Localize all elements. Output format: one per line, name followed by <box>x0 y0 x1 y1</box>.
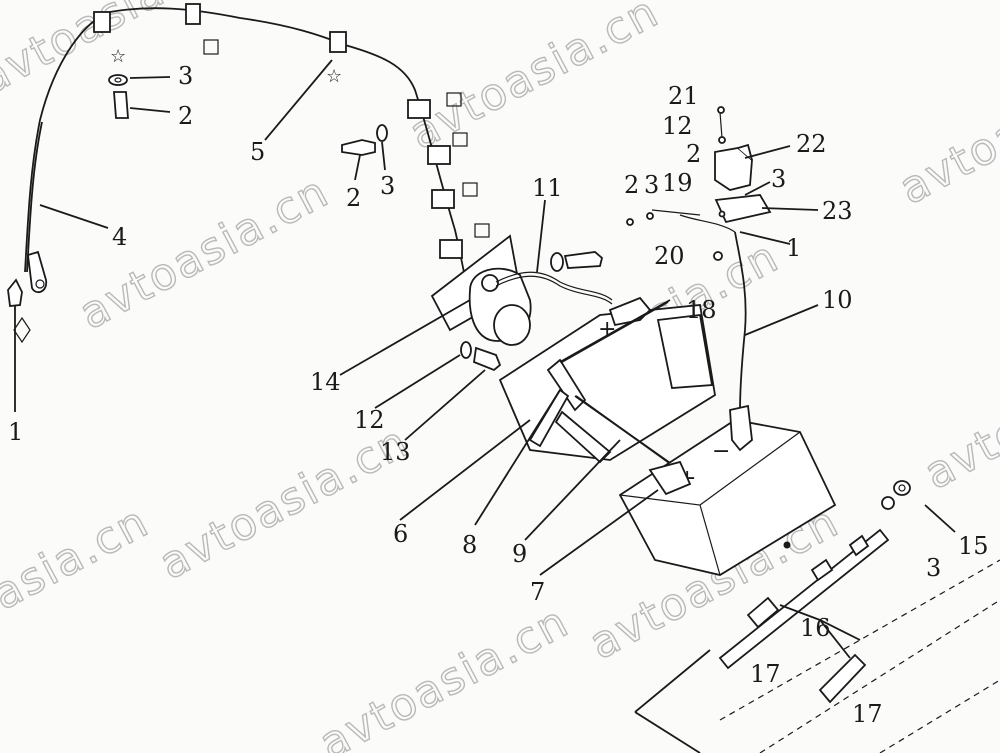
battery-straps <box>528 299 681 471</box>
callout-3: 3 <box>644 171 659 199</box>
callout-3: 3 <box>178 62 193 90</box>
clip-symbol <box>452 132 468 147</box>
starter-motor <box>430 234 613 346</box>
callout-12: 12 <box>354 406 385 434</box>
watermark-text: avtoasia.cn <box>401 0 667 160</box>
callout-19: 19 <box>662 169 693 197</box>
relay-assembly <box>626 106 772 261</box>
callout-9: 9 <box>512 540 527 568</box>
callout-2: 2 <box>178 102 193 130</box>
callout-3: 3 <box>380 172 395 200</box>
ground-cable-10 <box>729 231 753 452</box>
watermark-text: avtoasia.cn <box>0 496 157 670</box>
watermark-text: avtoasia.cn <box>311 596 577 753</box>
callout-21: 21 <box>668 82 699 110</box>
callout-labels: 1 3 2 4 5 2 3 11 14 12 13 6 8 9 7 18 10 … <box>8 62 989 728</box>
leader-lines <box>39 59 956 576</box>
harness-clip <box>329 31 347 53</box>
callout-8: 8 <box>462 531 477 559</box>
callout-17: 17 <box>750 660 781 688</box>
harness-clip <box>93 11 111 33</box>
callout-16: 16 <box>800 614 831 642</box>
callout-17: 17 <box>852 700 883 728</box>
clip-symbol <box>474 223 490 238</box>
callout-7: 7 <box>530 578 545 606</box>
callout-2: 2 <box>624 171 639 199</box>
battery-plus-mark: + <box>598 317 616 342</box>
callout-3: 3 <box>771 165 786 193</box>
callout-11: 11 <box>532 174 563 202</box>
harness-clip <box>185 3 201 25</box>
bolt-part-11 <box>536 199 604 273</box>
clip-symbol <box>203 39 219 55</box>
watermark-text: avtoasia.cn <box>916 326 1000 500</box>
bracket-part-1 <box>7 278 31 412</box>
harness-clip <box>407 99 431 119</box>
star-symbol: ☆ <box>110 46 126 67</box>
watermark-text: avtoasia.cn <box>71 166 337 340</box>
clip-symbol <box>446 92 462 107</box>
clip-symbol <box>462 182 478 197</box>
watermark-text: avtoasia.cn <box>151 416 417 590</box>
callout-6: 6 <box>393 520 408 548</box>
callout-14: 14 <box>310 368 341 396</box>
harness-clip <box>431 189 455 209</box>
callout-15: 15 <box>958 532 989 560</box>
ring-terminal <box>27 250 48 294</box>
callout-18: 18 <box>686 296 717 324</box>
callout-13: 13 <box>380 438 411 466</box>
hold-down-rod <box>718 480 911 704</box>
harness-clip <box>427 145 451 165</box>
washer-bolt-12-13 <box>460 341 502 372</box>
callout-2: 2 <box>686 140 701 168</box>
callout-23: 23 <box>822 197 853 225</box>
bolt-washer-top <box>108 74 171 119</box>
star-symbol: ☆ <box>326 66 342 87</box>
wiring-harness: ☆ ☆ <box>24 3 490 301</box>
callout-1: 1 <box>8 418 23 446</box>
bolt-washer-mid <box>341 124 388 181</box>
callout-3: 3 <box>926 554 941 582</box>
harness-clip <box>439 239 463 259</box>
watermark-text: avtoasia.cn <box>891 41 1000 215</box>
callout-1: 1 <box>786 234 801 262</box>
callout-10: 10 <box>822 286 853 314</box>
ring-terminal-hole <box>35 279 45 289</box>
callout-2: 2 <box>346 184 361 212</box>
callout-4: 4 <box>112 223 127 251</box>
frame-outline <box>634 559 1000 753</box>
callout-22: 22 <box>796 130 827 158</box>
battery-minus-mark: − <box>712 439 730 464</box>
callout-12: 12 <box>662 112 693 140</box>
callout-20: 20 <box>654 242 685 270</box>
callout-5: 5 <box>250 138 265 166</box>
